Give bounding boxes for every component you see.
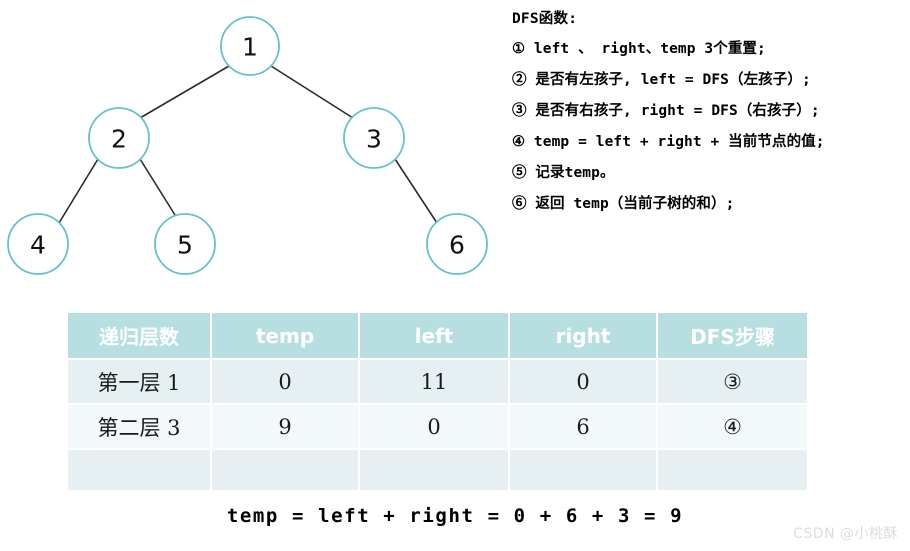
cell-left: 0 — [359, 404, 510, 450]
cell-temp — [211, 449, 360, 492]
tree-node-circle — [343, 107, 405, 169]
cell-level: 第二层 3 — [68, 404, 212, 450]
csdn-watermark: CSDN @小桃酥 — [793, 526, 898, 542]
cell-level — [68, 449, 212, 492]
cell-right — [509, 449, 658, 492]
cell-right: 6 — [509, 404, 658, 450]
tree-node-label: 2 — [111, 125, 127, 154]
tree-node-circle — [426, 213, 488, 275]
tree-node-2[interactable]: 2 — [88, 107, 150, 169]
tree-node-1[interactable]: 1 — [220, 16, 280, 76]
tree-node-label: 5 — [177, 231, 193, 260]
table-row — [68, 449, 807, 492]
tree-node-circle — [220, 16, 280, 76]
table-row: 第一层 1 0 11 0 ③ — [68, 359, 807, 405]
tree-node-label: 4 — [30, 231, 46, 260]
tree-node-circle — [88, 107, 150, 169]
table-row: 第二层 3 9 0 6 ④ — [68, 404, 807, 450]
tree-node-5[interactable]: 5 — [154, 213, 216, 275]
cell-left: 11 — [359, 359, 510, 405]
dfs-step-5: ⑤ 记录temp。 — [512, 165, 615, 181]
column-header-level: 递归层数 — [68, 313, 212, 360]
summary-formula: temp = left + right = 0 + 6 + 3 = 9 — [226, 505, 684, 527]
tree-edge-3-6 — [394, 158, 438, 224]
dfs-step-2: ② 是否有左孩子, left = DFS（左孩子）; — [512, 72, 811, 88]
tree-node-label: 1 — [242, 33, 258, 62]
tree-node-circle — [154, 213, 216, 275]
tree-node-4[interactable]: 4 — [7, 213, 69, 275]
column-header-temp: temp — [211, 313, 360, 360]
table-header-row: 递归层数 temp left right DFS步骤 — [68, 313, 807, 360]
tree-node-label: 6 — [449, 231, 465, 260]
cell-step: ④ — [657, 404, 807, 450]
column-header-right: right — [509, 313, 658, 360]
tree-edge-1-3 — [270, 65, 354, 119]
tree-nodes: 1 2 3 4 5 6 — [7, 16, 488, 275]
tree-node-3[interactable]: 3 — [343, 107, 405, 169]
cell-temp: 0 — [211, 359, 360, 405]
dfs-step-3: ③ 是否有右孩子, right = DFS（右孩子）; — [512, 103, 820, 119]
column-header-left: left — [359, 313, 510, 360]
tree-node-circle — [7, 213, 69, 275]
tree-edge-1-2 — [139, 65, 230, 119]
tree-node-label: 3 — [366, 125, 382, 154]
dfs-step-1: ① left 、 right、temp 3个重置; — [512, 41, 766, 57]
cell-left — [359, 449, 510, 492]
dfs-steps-block: DFS函数: ① left 、 right、temp 3个重置; ② 是否有左孩… — [512, 4, 908, 220]
tree-edge-2-5 — [139, 158, 176, 216]
dfs-step-6: ⑥ 返回 temp（当前子树的和）; — [512, 196, 735, 212]
dfs-steps-title: DFS函数: — [512, 11, 578, 27]
cell-step: ③ — [657, 359, 807, 405]
recursion-trace-table: 递归层数 temp left right DFS步骤 第一层 1 0 11 0 … — [68, 313, 807, 492]
cell-level: 第一层 1 — [68, 359, 212, 405]
dfs-step-4: ④ temp = left + right + 当前节点的值; — [512, 134, 825, 150]
cell-step — [657, 449, 807, 492]
cell-temp: 9 — [211, 404, 360, 450]
tree-edges — [58, 65, 438, 224]
column-header-step: DFS步骤 — [657, 313, 807, 360]
cell-right: 0 — [509, 359, 658, 405]
tree-edge-2-4 — [58, 158, 99, 224]
tree-node-6[interactable]: 6 — [426, 213, 488, 275]
binary-tree-diagram: 1 2 3 4 5 6 — [0, 0, 500, 300]
